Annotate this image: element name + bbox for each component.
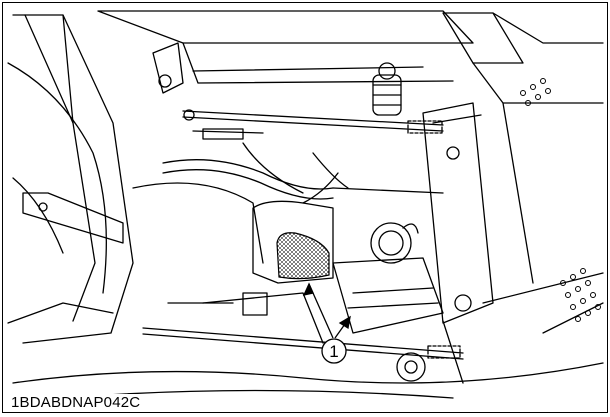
spring-assembly xyxy=(372,62,402,116)
middle-hoses xyxy=(132,142,444,264)
floor-panel xyxy=(12,302,604,399)
vent-holes xyxy=(520,78,601,322)
bottom-pulley xyxy=(396,352,426,382)
callout-leaders xyxy=(302,282,351,339)
engine-compartment-drawing: 1 xyxy=(7,10,604,399)
diagram-frame: 1 1BDABDNAP042C xyxy=(2,2,608,413)
left-frame-rail xyxy=(7,14,134,344)
air-filter-element xyxy=(276,232,330,280)
lower-cable xyxy=(142,292,464,360)
filter-housing xyxy=(252,172,339,284)
top-panel xyxy=(97,10,474,94)
right-frame-rail xyxy=(422,12,604,384)
filler-cap xyxy=(370,222,419,264)
callout-number: 1 xyxy=(329,342,338,361)
lower-engine-block xyxy=(202,257,444,344)
callout-1: 1 xyxy=(321,338,347,364)
upper-cable xyxy=(182,109,444,140)
figure-code: 1BDABDNAP042C xyxy=(9,394,143,411)
